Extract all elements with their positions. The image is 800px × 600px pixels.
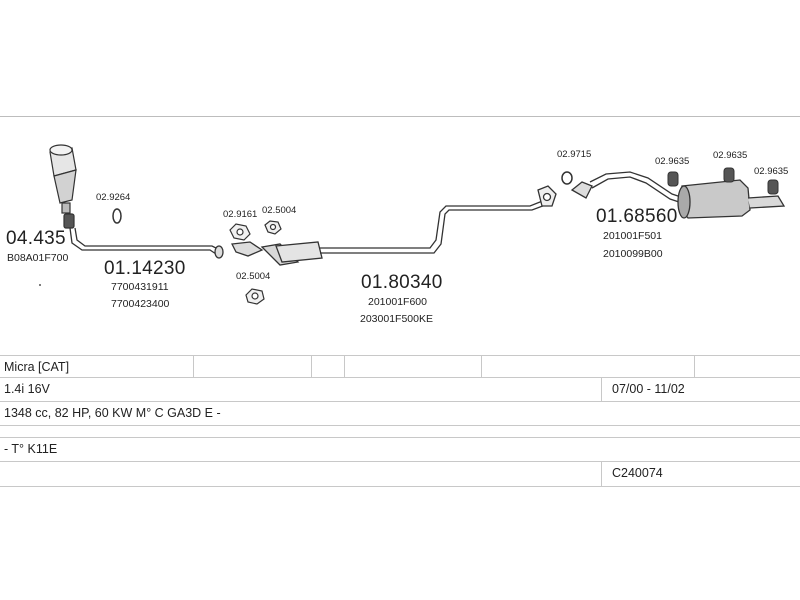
spec-row-model: Micra [CAT]: [0, 355, 800, 378]
clamp-front-drawing: [112, 208, 122, 224]
col-divider: [193, 356, 194, 378]
hanger-3-code[interactable]: 02.9635: [754, 166, 789, 177]
catalog-code: C240074: [612, 466, 663, 480]
rear-silencer-code[interactable]: 01.68560: [596, 206, 678, 227]
gasket-b-code[interactable]: 02.5004: [262, 205, 297, 216]
spec-row-engine: 1.4i 16V 07/00 - 11/02: [0, 377, 800, 402]
marker-dot: [39, 284, 41, 286]
col-divider: [311, 356, 312, 378]
spec-row-code: C240074: [0, 461, 800, 487]
exhaust-diagram: [39, 144, 786, 305]
centre-pipe-code[interactable]: 01.80340: [361, 272, 443, 293]
top-divider: [0, 116, 800, 117]
hanger-2-code[interactable]: 02.9635: [713, 150, 748, 161]
rear-silencer-drawing: [570, 171, 786, 219]
catalyst-code[interactable]: 04.435: [6, 228, 66, 249]
front-pipe-ref-1: 7700431911: [111, 281, 169, 293]
gasket-a-code[interactable]: 02.9161: [223, 209, 258, 220]
clamp-mid-code[interactable]: 02.9715: [557, 149, 592, 160]
model-name: Micra [CAT]: [4, 360, 70, 374]
centre-pipe-ref-2: 203001F500KE: [360, 313, 433, 325]
col-divider: [694, 356, 695, 378]
rear-silencer-ref-1: 201001F501: [603, 230, 662, 242]
hangers-drawing: [667, 167, 779, 195]
engine-name: 1.4i 16V: [4, 382, 50, 396]
catalyst-ref: B08A01F700: [7, 252, 69, 264]
centre-pipe-ref-1: 201001F600: [368, 296, 427, 308]
spec-row-details: 1348 cc, 82 HP, 60 KW M° C GA3D E -: [0, 401, 800, 426]
spec-row-type: - T° K11E: [0, 437, 800, 462]
col-divider: [601, 462, 602, 486]
centre-pipe-drawing: [231, 185, 557, 266]
gasket-c-code[interactable]: 02.5004: [236, 271, 271, 282]
hanger-1-code[interactable]: 02.9635: [655, 156, 690, 167]
catalyst-drawing: [49, 144, 77, 229]
col-divider: [344, 356, 345, 378]
rear-silencer-ref-2: 2010099B00: [603, 248, 663, 260]
vehicle-type: - T° K11E: [4, 442, 58, 456]
front-pipe-drawing: [69, 227, 224, 259]
clamp-front-code[interactable]: 02.9264: [96, 192, 131, 203]
col-divider: [481, 356, 482, 378]
front-pipe-ref-2: 7700423400: [111, 298, 170, 310]
front-pipe-code[interactable]: 01.14230: [104, 258, 186, 279]
col-divider: [601, 378, 602, 402]
gaskets-drawing: [229, 220, 282, 305]
spec-row-blank: [0, 425, 800, 438]
date-range: 07/00 - 11/02: [612, 382, 685, 396]
engine-details: 1348 cc, 82 HP, 60 KW M° C GA3D E -: [4, 406, 221, 420]
clamp-mid-drawing: [561, 171, 573, 185]
